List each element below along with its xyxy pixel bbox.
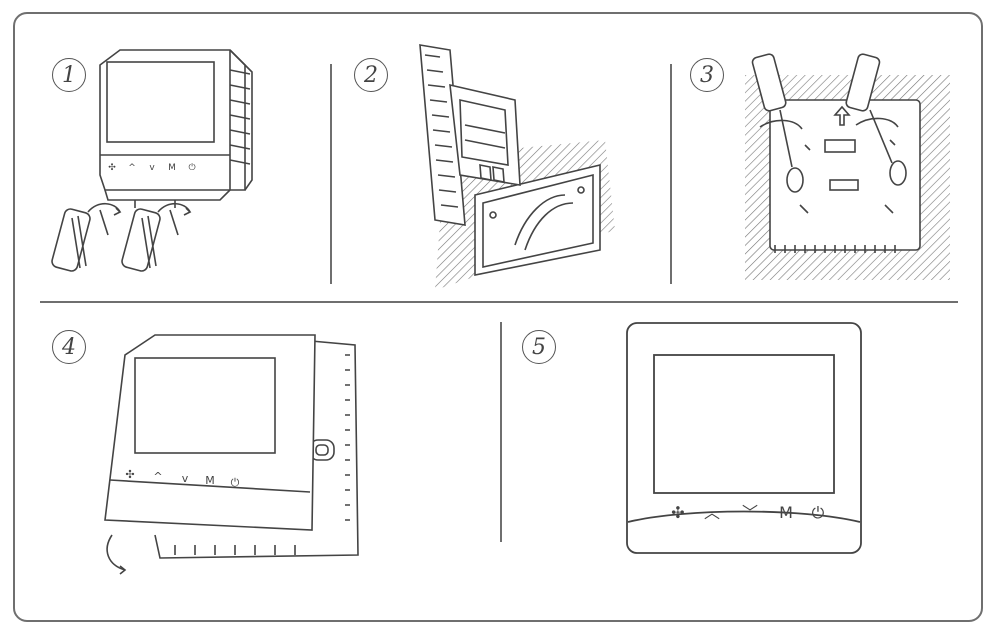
step-5-illustration: ✣ ︿ ﹀ M ⏻	[626, 322, 864, 556]
horizontal-divider	[40, 301, 958, 303]
step-4-down-icon: v	[182, 472, 189, 485]
step-5-fan-icon: ✣	[671, 503, 684, 522]
step-3-number: 3	[690, 58, 724, 92]
step-4-up-icon: ^	[153, 470, 162, 483]
step-4-mode-icon: M	[205, 474, 215, 487]
step-3-illustration	[740, 53, 960, 285]
step-5-number: 5	[522, 330, 556, 364]
step-1-screwdriver-left	[51, 202, 122, 272]
step-2-number: 2	[354, 58, 388, 92]
step-4-illustration: ✣ ^ v M ⏻	[100, 330, 380, 580]
step-4-power-icon: ⏻	[231, 476, 240, 489]
step-5-mode-button: M	[779, 503, 793, 522]
step-1-screwdriver-right	[121, 202, 192, 272]
step-1-power-icon: ⏻	[188, 162, 195, 173]
vertical-divider-2	[670, 64, 672, 284]
vertical-divider-3	[500, 322, 502, 542]
step-2-illustration	[405, 44, 635, 290]
step-1-number: 1	[52, 58, 86, 92]
step-5-arrow-up-icon: ︿	[704, 503, 720, 522]
step-1-fan-icon: ✣	[108, 163, 116, 173]
step-1-down-icon: v	[149, 163, 155, 173]
step-1-up-icon: ^	[128, 163, 136, 173]
step-5-arrow-down-icon: ﹀	[742, 503, 758, 522]
step-5-power-icon: ⏻	[812, 503, 825, 522]
step-1-illustration: ✣ ^ v M ⏻	[51, 40, 280, 285]
step-4-number: 4	[52, 330, 86, 364]
vertical-divider-1	[330, 64, 332, 284]
step-1-mode-icon: M	[168, 163, 176, 173]
step-4-fan-icon: ✣	[125, 468, 134, 481]
